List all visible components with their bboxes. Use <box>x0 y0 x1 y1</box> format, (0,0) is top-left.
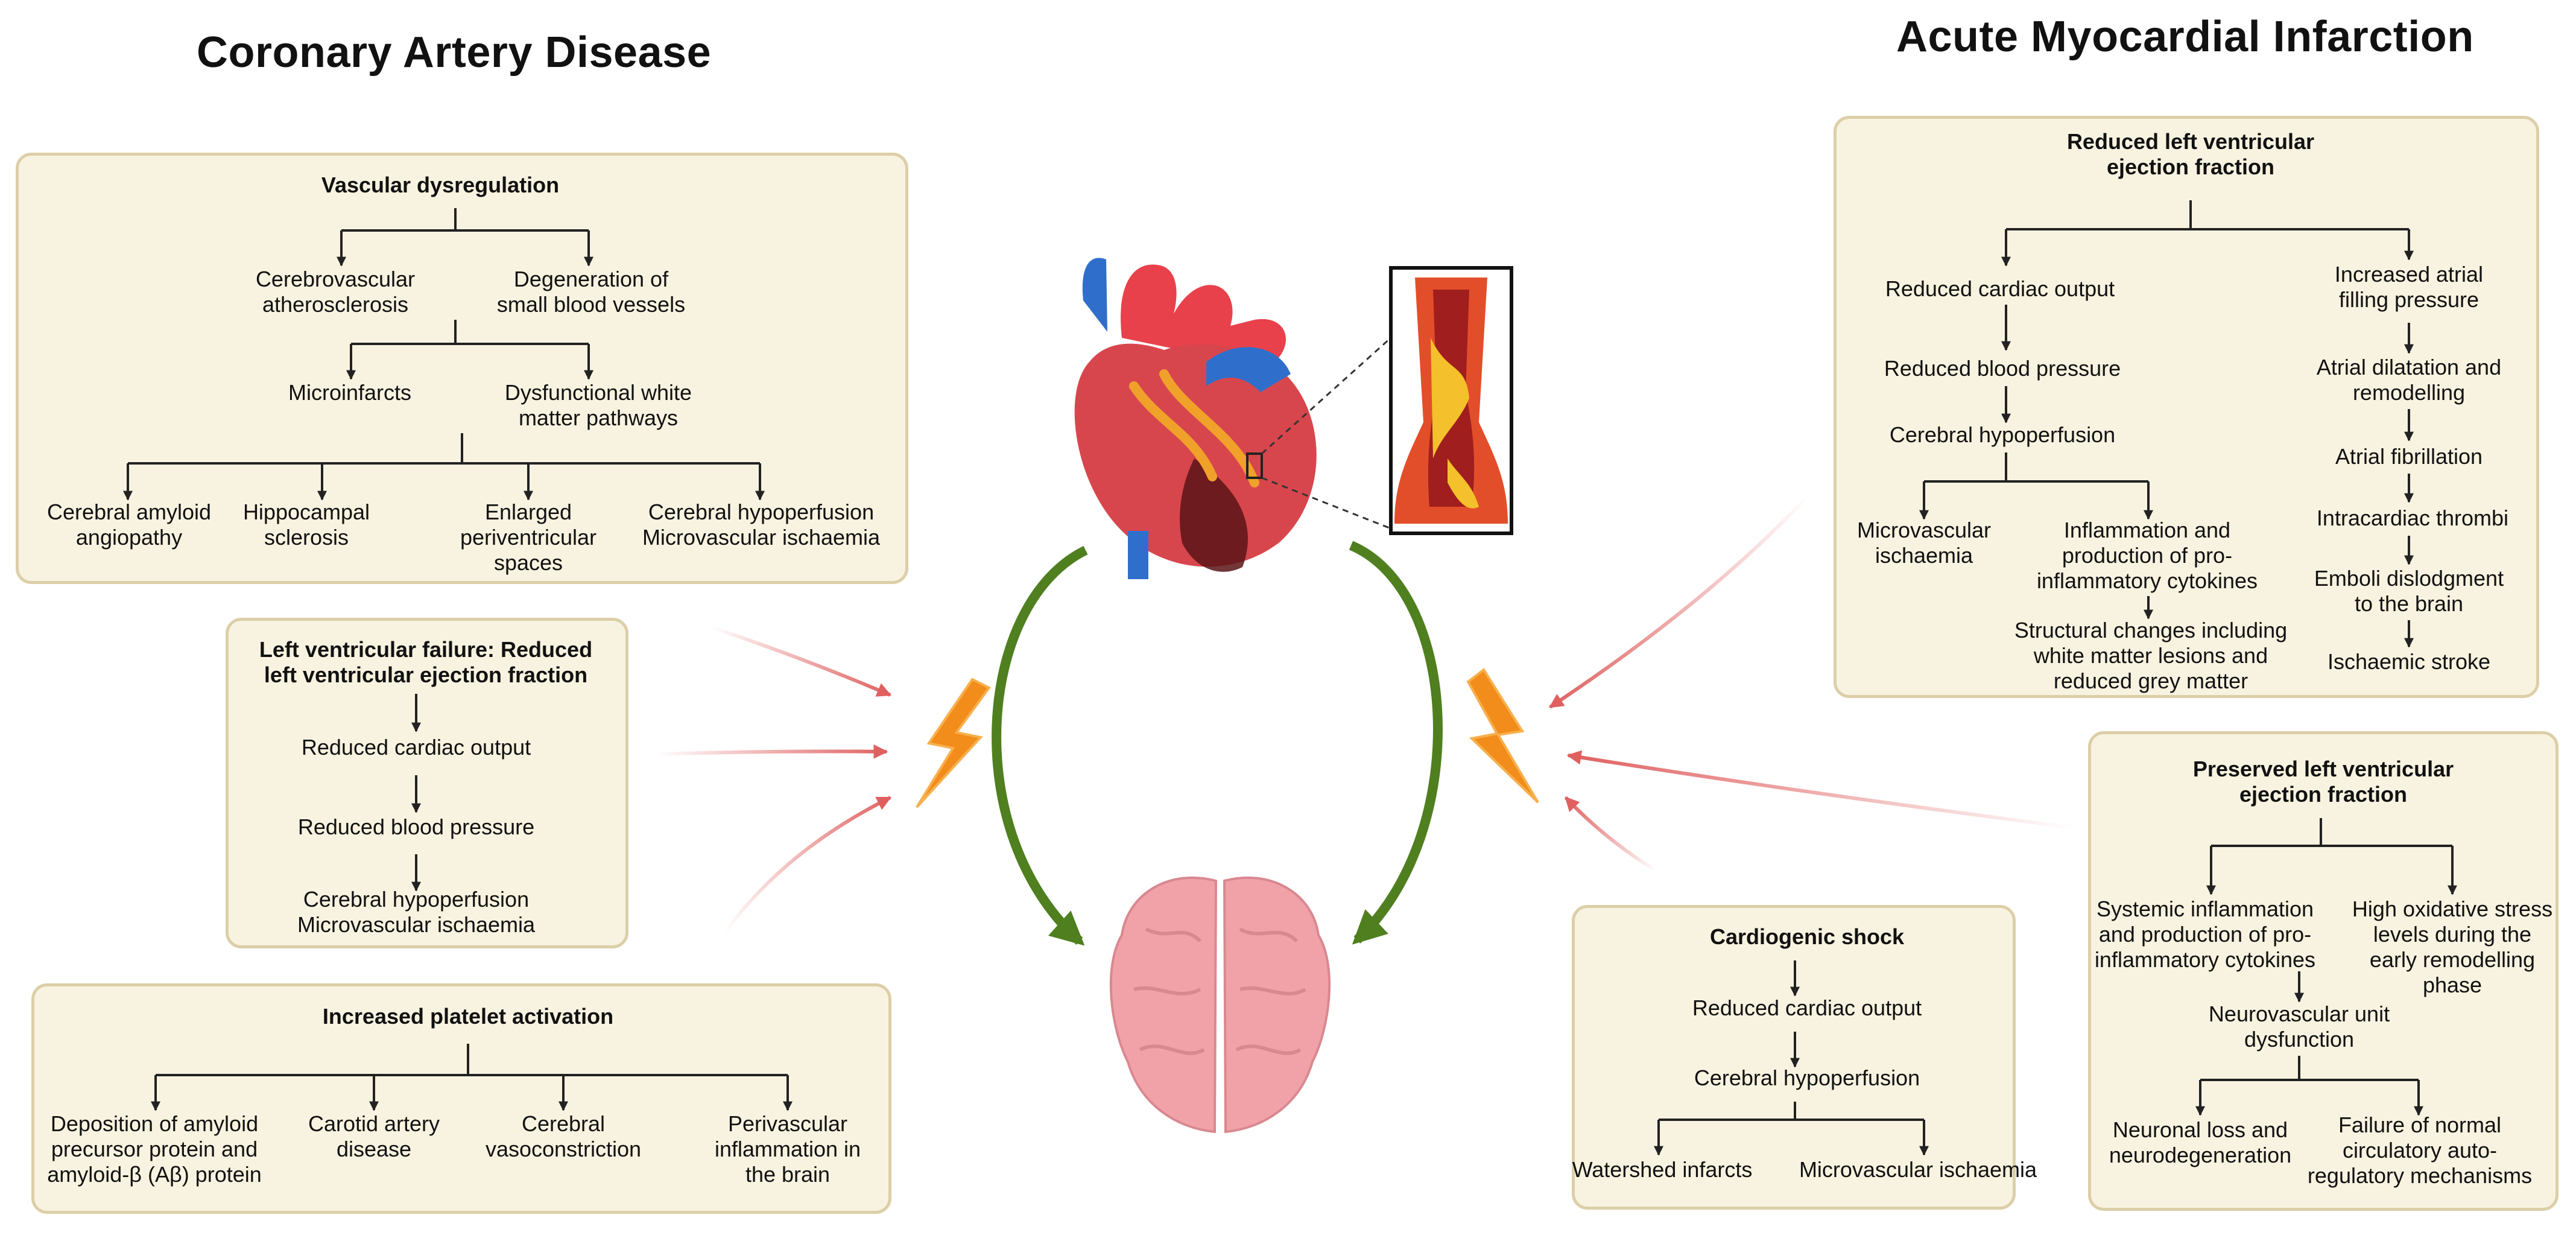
cerebral-hypoperfusion-4: Cerebral hypoperfusion <box>1694 1065 1920 1090</box>
title-acute-myocardial-infarction: Acute Myocardial Infarction <box>1896 13 2474 61</box>
watershed-infarcts: Watershed infarcts <box>1572 1157 1753 1182</box>
red-arrows-right <box>1548 493 2075 872</box>
artery-plaque-inset-icon <box>1389 266 1513 535</box>
box-vascular-dysregulation <box>16 153 908 584</box>
brain-icon <box>1109 876 1331 1134</box>
reduced-cardiac-output-3: Reduced cardiac output <box>1692 995 1922 1020</box>
intracardiac-thrombi: Intracardiac thrombi <box>2316 506 2509 530</box>
box-left-ventricular-failure <box>226 618 628 948</box>
heart-icon <box>1074 258 1317 579</box>
box1-connectors <box>123 208 765 501</box>
lightning-bolt-icon-right <box>1466 668 1539 804</box>
box-increased-platelet-activation <box>31 983 891 1214</box>
increased-platelet-activation-header: Increased platelet activation <box>322 1004 614 1029</box>
box3-connectors <box>151 1044 793 1111</box>
red-arrows-left <box>657 626 892 935</box>
box6-connectors <box>1654 960 1929 1156</box>
box-preserved-lvef <box>2088 731 2559 1211</box>
box4-connectors <box>1919 200 2414 648</box>
lightning-bolt-icon-left <box>916 678 992 808</box>
microvascular-ischaemia-2: Microvascular ischaemia <box>1799 1157 2037 1182</box>
vascular-dysregulation-header: Vascular dysregulation <box>321 173 560 197</box>
reduced-blood-pressure-1: Reduced blood pressure <box>297 814 535 839</box>
cardiogenic-shock-header: Cardiogenic shock <box>1709 924 1905 949</box>
microinfarcts: Microinfarcts <box>288 380 412 405</box>
box-reduced-lvef <box>1834 116 2539 698</box>
box5-connectors <box>2195 818 2457 1116</box>
cerebral-hypoperfusion-3: Cerebral hypoperfusion <box>1889 422 2116 447</box>
inset-leader-lines <box>1261 337 1392 530</box>
reduced-cardiac-output-1: Reduced cardiac output <box>301 735 531 760</box>
green-arrows <box>992 541 1443 946</box>
reduced-blood-pressure-2: Reduced blood pressure <box>1884 356 2121 381</box>
ischaemic-stroke: Ischaemic stroke <box>2327 649 2491 674</box>
title-coronary-artery-disease: Coronary Artery Disease <box>197 28 712 77</box>
reduced-cardiac-output-2: Reduced cardiac output <box>1885 276 2115 301</box>
atrial-fibrillation: Atrial fibrillation <box>2335 444 2483 469</box>
